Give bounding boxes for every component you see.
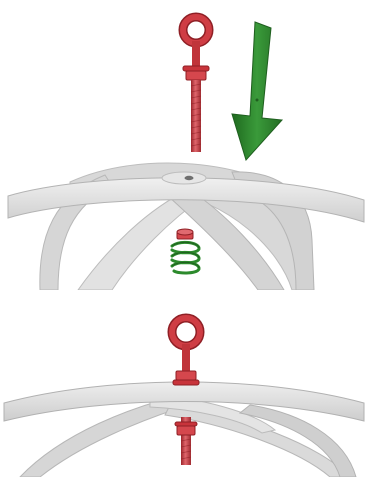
step-panel-installed [0, 305, 368, 477]
spring-nut-icon [172, 229, 199, 273]
armillary-bands-icon [8, 163, 364, 290]
down-arrow-icon [232, 22, 282, 160]
step-panel-insert [0, 0, 368, 290]
eye-bolt-icon [183, 17, 209, 152]
